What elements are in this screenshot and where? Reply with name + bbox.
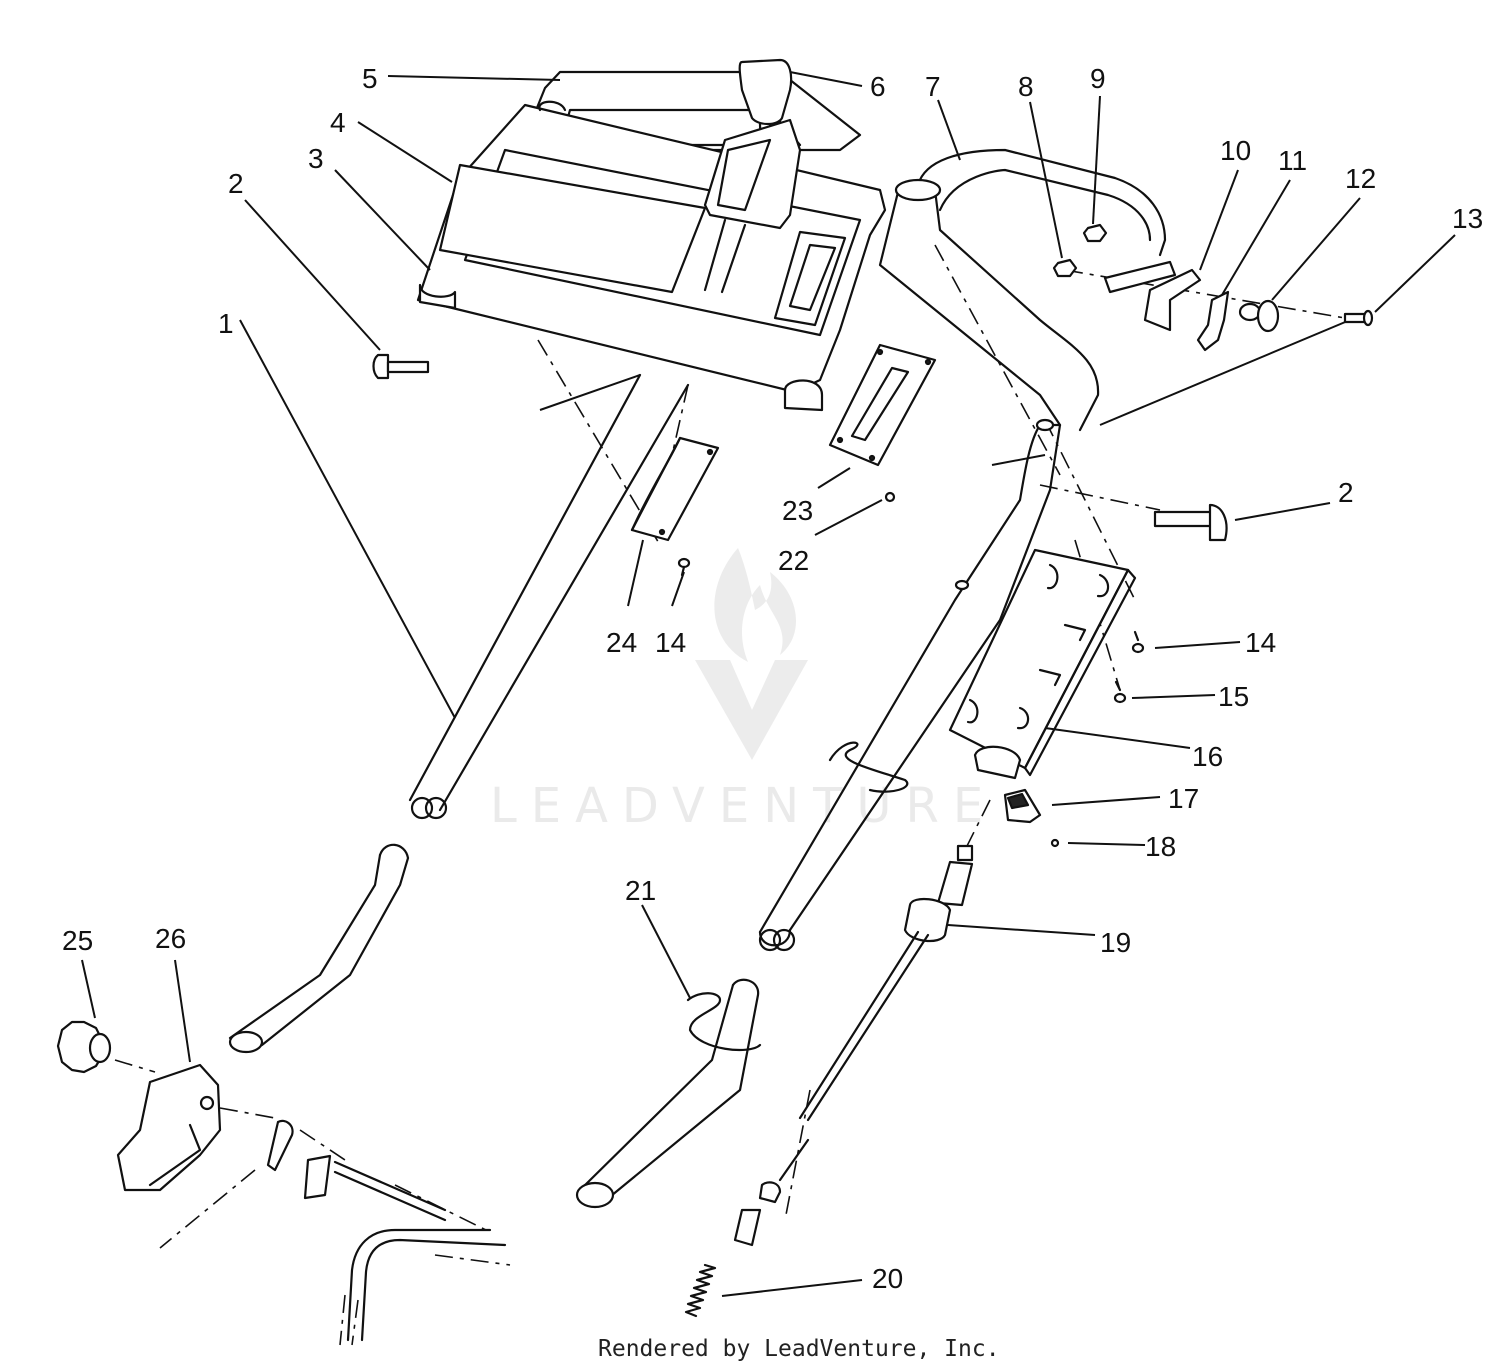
- callout-15: 15: [1218, 681, 1249, 712]
- callout-18: 18: [1145, 831, 1176, 862]
- part-18-screw: [1050, 838, 1060, 848]
- callout-24: 24: [606, 627, 637, 658]
- callout-10: 10: [1220, 135, 1251, 166]
- callout-19: 19: [1100, 927, 1131, 958]
- part-4-decal: [438, 163, 707, 294]
- callout-22: 22: [778, 545, 809, 576]
- credit-text: Rendered by LeadVenture, Inc.: [598, 1336, 1000, 1362]
- callout-23: 23: [782, 495, 813, 526]
- part-21-cable-tie: [686, 741, 909, 1052]
- part-15-screw: [1113, 680, 1127, 704]
- part-22-screw: [884, 491, 896, 503]
- part-6-shift-knob: [703, 58, 802, 294]
- callout-2-right: 2: [1338, 477, 1354, 508]
- callout-2-upper: 2: [228, 168, 244, 199]
- part-11-latch: [1196, 290, 1230, 352]
- callout-21: 21: [625, 875, 656, 906]
- callout-14-center: 14: [655, 627, 686, 658]
- part-17-clip: [1003, 788, 1042, 824]
- part-9-nut: [1082, 223, 1108, 243]
- part-1-lower-handle-left: [228, 373, 690, 1054]
- watermark-logo: [695, 548, 808, 760]
- part-14-screw-center: [677, 557, 691, 577]
- callout-9: 9: [1090, 63, 1106, 94]
- part-24-bracket: [630, 436, 720, 542]
- callout-12: 12: [1345, 163, 1376, 194]
- callout-7: 7: [925, 71, 941, 102]
- part-12-knob: [1238, 299, 1280, 333]
- part-25-knob: [56, 1020, 112, 1074]
- part-16-side-panel: [948, 548, 1137, 780]
- callout-26: 26: [155, 923, 186, 954]
- callout-13: 13: [1452, 203, 1483, 234]
- callout-1: 1: [218, 308, 234, 339]
- leader-lines: [81, 71, 1456, 1297]
- part-10-bracket: [1103, 260, 1202, 332]
- part-7-main-handle: [758, 148, 1167, 952]
- callout-11: 11: [1278, 145, 1307, 176]
- callout-17: 17: [1168, 783, 1199, 814]
- callout-20: 20: [872, 1263, 903, 1294]
- callout-5: 5: [362, 63, 378, 94]
- callout-3: 3: [308, 143, 324, 174]
- part-8-nut: [1052, 258, 1078, 278]
- callout-labels: 1 2 2 3 4 5 6 7 8 9 10 11 12 13 14 14 15…: [62, 63, 1483, 1294]
- callout-14-right: 14: [1245, 627, 1276, 658]
- callout-16: 16: [1192, 741, 1223, 772]
- callout-4: 4: [330, 107, 346, 138]
- part-20-spring: [684, 1263, 717, 1318]
- part-26-mount-bracket: [116, 1063, 222, 1192]
- part-19-cable: [733, 844, 974, 1247]
- lower-linkage: [266, 1119, 507, 1342]
- part-2-bolt-upper: [372, 353, 430, 380]
- part-2-bolt-right: [1153, 503, 1228, 542]
- part-13-screw: [1343, 309, 1374, 327]
- lower-handle-center: [575, 978, 760, 1209]
- callout-6: 6: [870, 71, 886, 102]
- watermark-text: LEADVENTURE: [490, 778, 997, 834]
- callout-25: 25: [62, 925, 93, 956]
- part-14-screw-right: [1131, 630, 1145, 654]
- callout-8: 8: [1018, 71, 1034, 102]
- construction-lines: [539, 319, 1351, 466]
- part-23-cover-plate: [828, 343, 937, 467]
